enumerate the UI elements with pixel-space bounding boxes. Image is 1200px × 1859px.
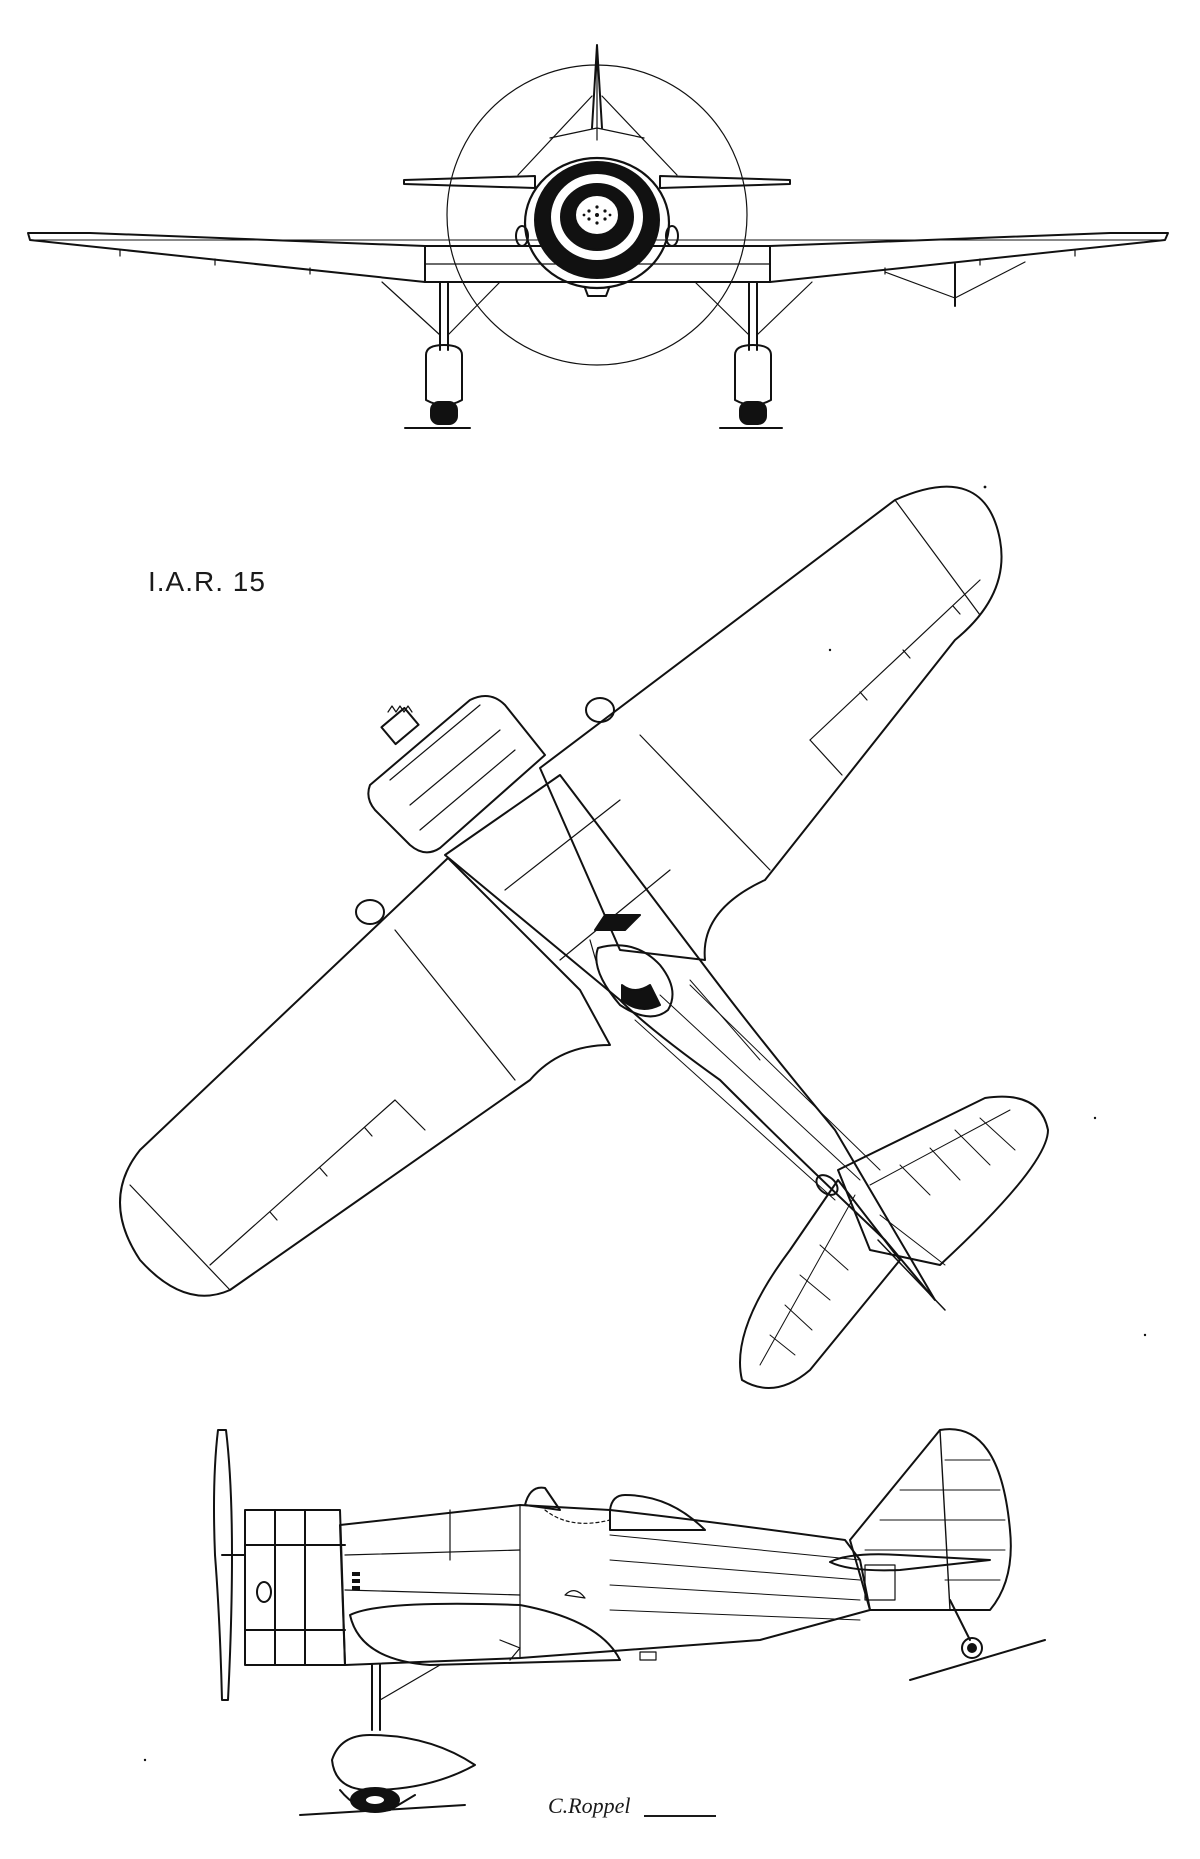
side-main-gear bbox=[299, 1664, 476, 1816]
front-view bbox=[27, 44, 1169, 429]
side-fuselage bbox=[339, 1504, 871, 1666]
side-tail-wheel bbox=[961, 1637, 983, 1659]
side-propeller bbox=[213, 1429, 233, 1701]
plan-view bbox=[119, 485, 1049, 1389]
plan-right-wing bbox=[539, 485, 1003, 961]
artist-signature: C.Roppel bbox=[548, 1793, 631, 1818]
side-cowling bbox=[244, 1509, 346, 1666]
plan-cowling bbox=[367, 695, 546, 854]
plan-cockpit bbox=[595, 944, 674, 1018]
side-view bbox=[213, 1428, 1046, 1816]
plan-fuselage bbox=[444, 774, 936, 1301]
drawing-title: I.A.R. 15 bbox=[148, 566, 266, 597]
plan-tailplane bbox=[837, 1095, 1049, 1266]
side-fin bbox=[849, 1428, 1012, 1611]
front-main-wing bbox=[27, 232, 1169, 283]
front-landing-gear bbox=[381, 281, 813, 429]
side-canopy bbox=[524, 1486, 561, 1511]
side-wing bbox=[349, 1602, 621, 1666]
signature-underline bbox=[644, 1815, 716, 1817]
front-spinner-dots bbox=[582, 205, 612, 225]
plan-left-wing bbox=[119, 857, 611, 1297]
front-cowling bbox=[523, 156, 671, 290]
